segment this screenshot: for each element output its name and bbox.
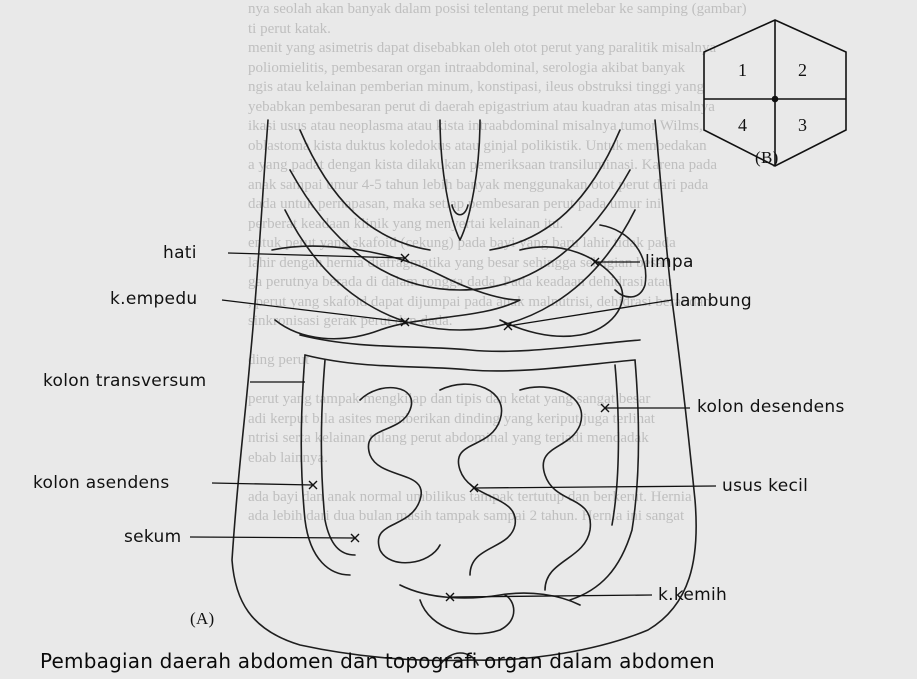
label-sekum: sekum xyxy=(124,527,181,547)
descending-colon xyxy=(570,360,638,600)
ascending-colon xyxy=(301,355,355,575)
label-kolon-desendens: kolon desendens xyxy=(697,397,845,417)
transverse-colon xyxy=(300,335,640,371)
label-k-empedu: k.empedu xyxy=(110,289,197,309)
rib-cage xyxy=(285,120,635,330)
leader-kolon-asendens xyxy=(212,483,313,485)
quadrant-3-label: 3 xyxy=(798,115,807,136)
label-kolon-asendens: kolon asendens xyxy=(33,473,170,493)
label-lambung: lambung xyxy=(675,291,752,311)
spleen-outline xyxy=(600,225,646,297)
bladder-outline xyxy=(420,595,514,634)
label-usus-kecil: usus kecil xyxy=(722,476,808,496)
quadrant-2-label: 2 xyxy=(798,60,807,81)
leader-usus-kecil xyxy=(474,486,716,488)
organ-markers xyxy=(309,254,609,601)
leader-lambung xyxy=(508,300,672,326)
stomach-outline xyxy=(500,247,623,336)
liver-outline xyxy=(272,246,520,339)
quadrant-1-label: 1 xyxy=(738,60,747,81)
panel-a-label: (A) xyxy=(190,609,215,629)
label-kolon-transversum: kolon transversum xyxy=(43,371,206,391)
leader-k-empedu xyxy=(222,300,405,322)
label-k-kemih: k.kemih xyxy=(658,585,727,605)
panel-b-label: (B) xyxy=(755,148,779,168)
figure-caption: Pembagian daerah abdomen dan topografi o… xyxy=(40,649,715,673)
torso-outline xyxy=(232,120,696,660)
label-hati: hati xyxy=(163,243,197,263)
small-intestine xyxy=(360,384,590,605)
xiphoid xyxy=(452,205,468,215)
label-limpa: limpa xyxy=(645,252,694,272)
quadrant-4-label: 4 xyxy=(738,115,747,136)
quadrant-inset xyxy=(704,20,846,166)
